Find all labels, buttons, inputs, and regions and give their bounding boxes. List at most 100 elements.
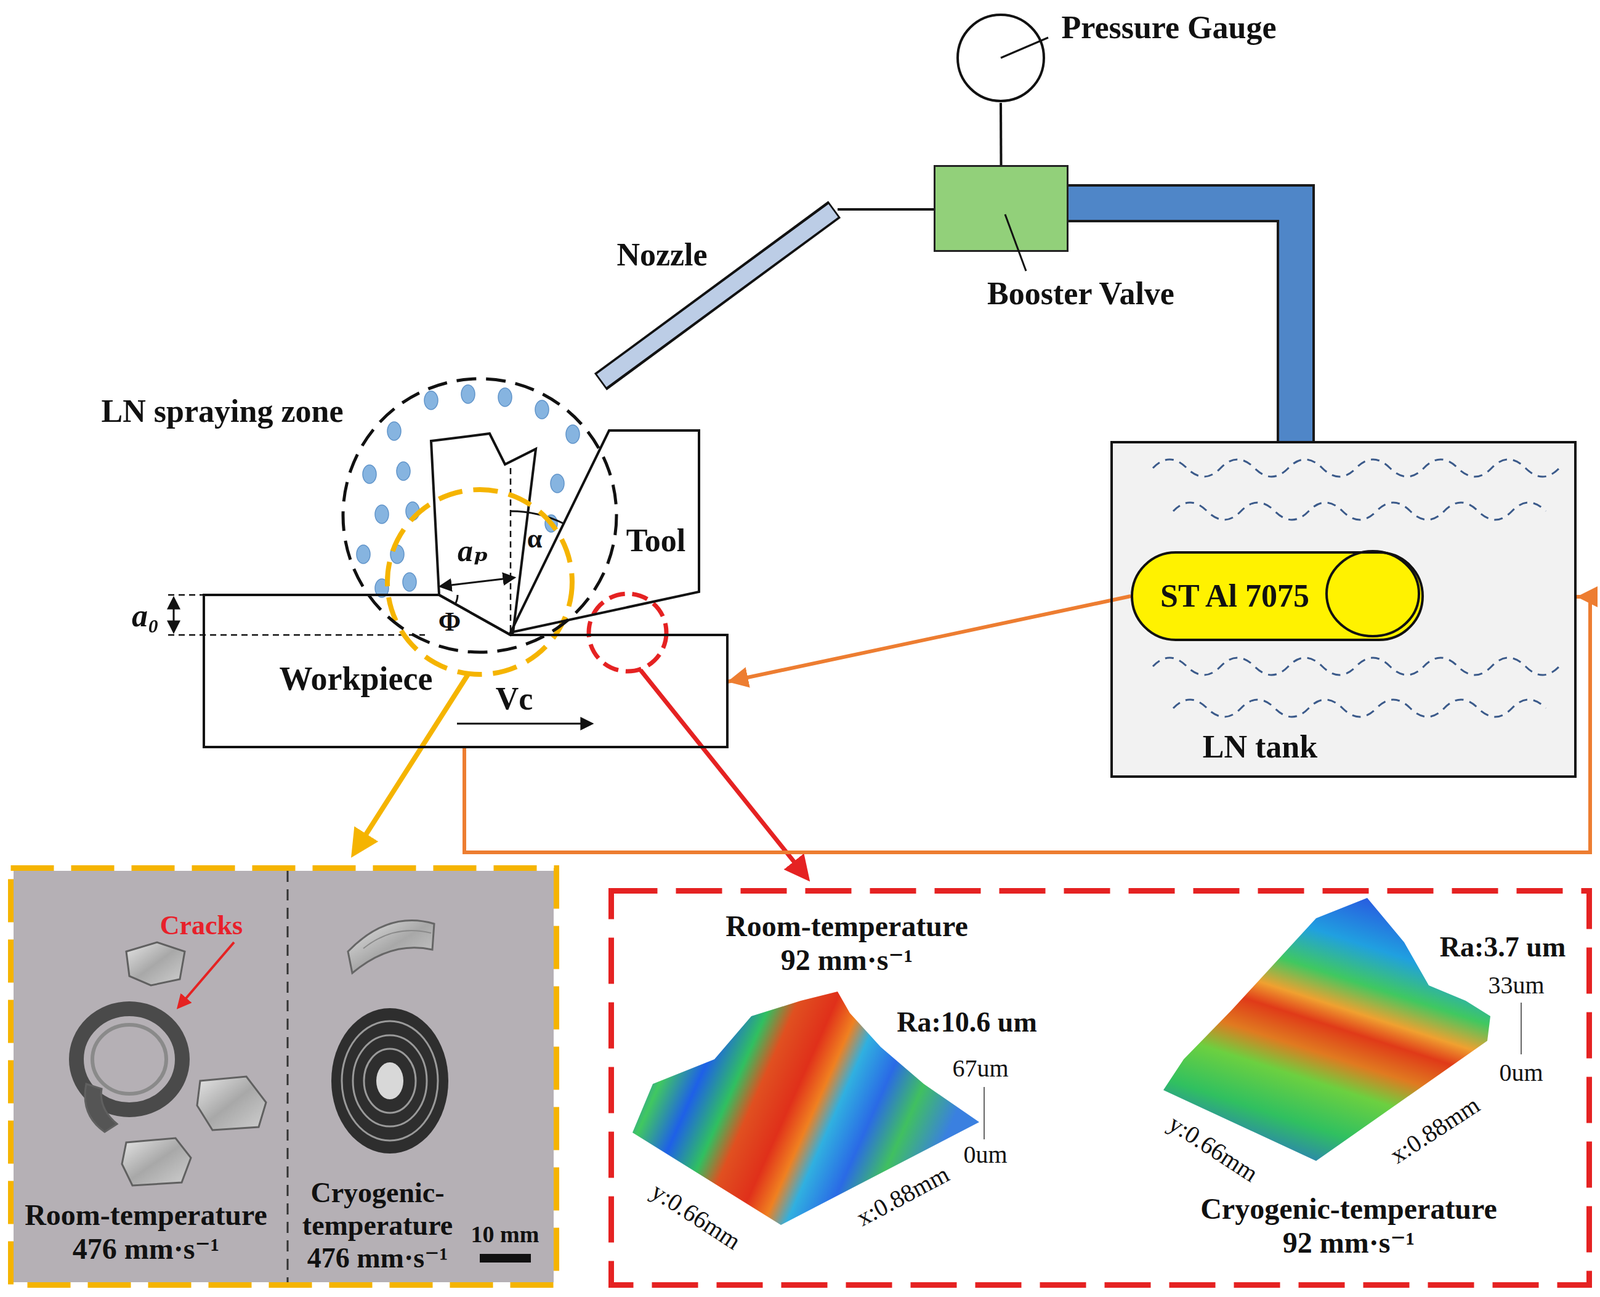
panel-divider — [287, 870, 289, 1283]
dimension-lines — [440, 577, 514, 587]
spraying-zone: LN spraying zone — [341, 377, 618, 654]
ln-droplets — [375, 505, 389, 524]
booster-valve-shape — [1005, 214, 1027, 271]
cryogenic-chips — [376, 1062, 404, 1100]
liquid-waves — [1152, 657, 1560, 675]
sample-label: ST Al 7075 — [1160, 577, 1310, 615]
chip-panel-shape — [11, 868, 557, 1286]
liquid-waves — [1173, 502, 1546, 520]
nozzle: Nozzle — [591, 197, 838, 395]
chip-callout-arrow — [354, 674, 469, 853]
ln-droplets — [402, 572, 417, 592]
cryogenic-chips — [331, 920, 449, 1154]
nozzle-shape — [601, 210, 834, 381]
tank-label: LN tank — [1202, 728, 1318, 766]
ln-droplets — [498, 387, 512, 407]
flow-arrow — [727, 596, 1131, 682]
chip-zone-circle — [387, 489, 573, 675]
ln-pipe — [1068, 203, 1296, 441]
axis-label: y:0.66mm — [646, 1176, 746, 1256]
crack-arrow — [178, 942, 235, 1007]
axis-value: 0um — [1498, 1058, 1543, 1087]
nozzle-shape — [600, 209, 835, 382]
dimension-label: aₚ — [457, 533, 489, 570]
chip-outline — [431, 433, 536, 635]
pressure-gauge-outline — [955, 12, 1046, 103]
room-temperature-chips — [84, 1083, 118, 1132]
surface-panel-shape — [611, 891, 1590, 1286]
chip-callout-arrow — [354, 674, 469, 853]
cutting-speed-arrow — [456, 723, 592, 725]
condition-label: Room-temperature 476 mm·s⁻¹ — [10, 1197, 282, 1266]
workpiece-sample: ST Al 7075 — [1130, 551, 1424, 642]
gauge-line — [999, 102, 1003, 166]
angle-label: α — [527, 523, 543, 555]
supply-line — [837, 208, 934, 211]
axis-value: 67um — [952, 1054, 1009, 1083]
axis-value: 33um — [1487, 971, 1544, 1000]
pressure-gauge: Pressure Gauge — [955, 12, 1046, 103]
axis-label: x:0.88mm — [1385, 1090, 1485, 1170]
ln-droplets — [550, 474, 565, 493]
dimension-lines — [168, 468, 564, 635]
spraying-zone-shape — [343, 378, 617, 653]
liquid-waves — [1152, 459, 1560, 477]
dimension-lines — [510, 511, 564, 524]
ln-droplets — [424, 391, 438, 410]
roughness-value: Ra:3.7 um — [1439, 931, 1566, 964]
ln-pipe — [1068, 203, 1296, 441]
ln-droplets — [565, 424, 580, 444]
cryogenic-chips — [341, 1021, 438, 1141]
gauge-label: Pressure Gauge — [1061, 9, 1277, 47]
room-temperature-chips — [121, 1138, 191, 1186]
dimension-lines — [168, 634, 425, 637]
cryogenic-chips — [347, 920, 435, 974]
cryogenic-chips — [352, 1035, 427, 1127]
flow-arrow — [727, 596, 1131, 682]
valve-label: Booster Valve — [987, 275, 1175, 313]
ln-droplets — [362, 464, 377, 484]
scale-bar — [479, 1253, 531, 1263]
crack-label: Cracks — [160, 910, 243, 942]
workpiece-sample-shape — [1326, 551, 1419, 637]
workpiece-label: Workpiece — [279, 659, 433, 698]
cryogenic-chips — [363, 930, 432, 949]
dimension-lines — [173, 598, 175, 632]
surface-callout-arrow — [640, 670, 807, 878]
scale-bar — [479, 1253, 531, 1263]
condition-label: Cryogenic- temperature 476 mm·s⁻¹ — [285, 1176, 470, 1275]
zone-label: LN spraying zone — [101, 392, 344, 430]
crack-arrow — [178, 942, 235, 1007]
ln-droplets — [461, 384, 475, 404]
workpiece-shape — [203, 594, 728, 748]
surface-callout-arrow — [640, 670, 807, 878]
ln-pipe — [1068, 203, 1296, 441]
chip-outline — [431, 433, 536, 635]
condition-label: Room-temperature 92 mm·s⁻¹ — [714, 909, 980, 977]
surface-plot-room — [983, 1086, 985, 1140]
spraying-zone-outline — [341, 377, 618, 654]
room-temperature-chips — [76, 942, 267, 1186]
cryogenic-chips — [363, 1048, 416, 1113]
cutting-speed-arrow — [456, 723, 592, 725]
axis-label: y:0.66mm — [1163, 1109, 1264, 1188]
workpiece: Workpiece — [203, 594, 728, 748]
speed-label: Vc — [495, 680, 534, 718]
ln-droplets — [396, 461, 411, 481]
room-temperature-chips — [92, 1024, 167, 1094]
room-temperature-chips — [197, 1076, 267, 1131]
axis-label: x:0.88mm — [851, 1159, 954, 1232]
scale-label: 10 mm — [471, 1221, 540, 1249]
booster-valve: Booster Valve — [933, 165, 1069, 252]
surface-plot-cryogenic — [1520, 1002, 1522, 1055]
surface-zone-circle — [588, 593, 667, 672]
axis-value: 0um — [963, 1140, 1007, 1169]
condition-label: Cryogenic-temperature 92 mm·s⁻¹ — [1190, 1191, 1508, 1260]
surface-panel: Room-temperature 92 mm·s⁻¹Ra:10.6 um67um… — [608, 888, 1592, 1288]
cutting-tool-shape — [510, 430, 699, 633]
room-temperature-chips — [126, 942, 185, 986]
ln-droplets — [387, 421, 401, 441]
chip-zone-circle — [387, 489, 573, 675]
